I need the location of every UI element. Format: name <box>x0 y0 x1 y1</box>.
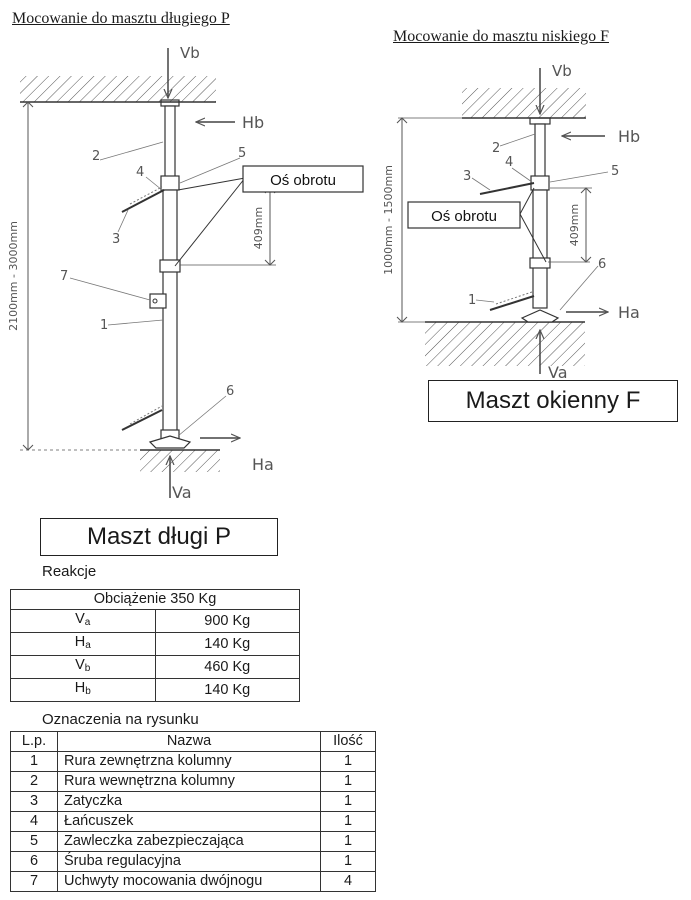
right-part-6: 6 <box>598 257 606 272</box>
legend-qty: 1 <box>320 751 376 772</box>
legend-name: Śruba regulacyjna <box>57 851 321 872</box>
reaction-value: 140 Kg <box>154 632 300 656</box>
right-heading: Mocowanie do masztu niskiego F <box>393 28 609 45</box>
table-row: Va 900 Kg <box>10 609 300 633</box>
reaction-value: 140 Kg <box>154 678 300 702</box>
left-height-dim: 2100mm - 3000mm <box>7 221 20 331</box>
left-part-2: 2 <box>92 149 100 164</box>
left-ceiling <box>20 76 216 102</box>
legend-lp: 1 <box>10 751 58 772</box>
left-ha-label: Ha <box>252 455 274 474</box>
table-row: 6 Śruba regulacyjna 1 <box>10 851 376 872</box>
reactions-table: Obciążenie 350 Kg Va 900 Kg Ha 140 Kg Vb… <box>10 589 300 702</box>
table-row: 3 Zatyczka 1 <box>10 791 376 812</box>
legend-name: Łańcuszek <box>57 811 321 832</box>
legend-lp: 5 <box>10 831 58 852</box>
right-offset-dim: 409mm <box>568 204 581 246</box>
left-axis-label: Oś obrotu <box>270 172 336 189</box>
left-part-6: 6 <box>226 384 234 399</box>
right-height-dim: 1000mm - 1500mm <box>382 165 395 275</box>
table-row: Vb 460 Kg <box>10 655 300 679</box>
legend-name: Zatyczka <box>57 791 321 812</box>
legend-lp: 7 <box>10 871 58 892</box>
legend-caption: Oznaczenia na rysunku <box>42 711 199 728</box>
legend-name: Rura wewnętrzna kolumny <box>57 771 321 792</box>
legend-lp: 3 <box>10 791 58 812</box>
reaction-symbol: Hb <box>10 678 156 702</box>
reaction-value: 460 Kg <box>154 655 300 679</box>
table-row: 2 Rura wewnętrzna kolumny 1 <box>10 771 376 792</box>
left-drawing: Oś obrotu Vb Hb Va Ha 2100mm - 3000mm 40… <box>7 44 364 502</box>
legend-header-lp: L.p. <box>10 731 58 752</box>
left-part-3: 3 <box>112 232 120 247</box>
left-part-1: 1 <box>100 318 108 333</box>
left-offset-dim: 409mm <box>252 207 265 249</box>
right-va-label: Va <box>548 363 568 382</box>
legend-lp: 6 <box>10 851 58 872</box>
legend-name: Rura zewnętrzna kolumny <box>57 751 321 772</box>
right-part-2: 2 <box>492 141 500 156</box>
left-inner-tube <box>164 105 176 181</box>
left-part-4: 4 <box>136 165 144 180</box>
left-part-7: 7 <box>60 269 68 284</box>
left-part-5: 5 <box>238 146 246 161</box>
legend-header-name: Nazwa <box>57 731 321 752</box>
left-mast-name: Maszt długi P <box>40 518 278 556</box>
legend-lp: 4 <box>10 811 58 832</box>
legend-header-qty: Ilość <box>320 731 376 752</box>
right-axis-label: Oś obrotu <box>431 208 497 225</box>
table-row: 4 Łańcuszek 1 <box>10 811 376 832</box>
left-vb-label: Vb <box>180 44 200 62</box>
left-hb-label: Hb <box>242 113 264 132</box>
right-inner-tube <box>534 123 546 179</box>
reaction-value: 900 Kg <box>154 609 300 633</box>
table-row: Hb 140 Kg <box>10 678 300 702</box>
left-floor <box>140 450 220 472</box>
reactions-header: Obciążenie 350 Kg <box>10 589 300 610</box>
left-va-label: Va <box>172 483 192 502</box>
legend-qty: 1 <box>320 851 376 872</box>
table-row: 7 Uchwyty mocowania dwójnogu 4 <box>10 871 376 892</box>
right-outer-tube <box>532 189 548 309</box>
table-row: 5 Zawleczka zabezpieczająca 1 <box>10 831 376 852</box>
legend-table: L.p. Nazwa Ilość 1 Rura zewnętrzna kolum… <box>10 731 376 892</box>
reaction-symbol: Ha <box>10 632 156 656</box>
right-part-5: 5 <box>611 164 619 179</box>
right-mast-name: Maszt okienny F <box>428 380 678 422</box>
right-floor <box>425 322 585 366</box>
legend-name: Uchwyty mocowania dwójnogu <box>57 871 321 892</box>
left-heading: Mocowanie do masztu długiego P <box>12 10 230 27</box>
right-vb-label: Vb <box>552 62 572 80</box>
legend-qty: 1 <box>320 811 376 832</box>
right-ha-label: Ha <box>618 303 640 322</box>
table-row: 1 Rura zewnętrzna kolumny 1 <box>10 751 376 772</box>
reaction-symbol: Vb <box>10 655 156 679</box>
reaction-symbol: Va <box>10 609 156 633</box>
table-row: Ha 140 Kg <box>10 632 300 656</box>
legend-qty: 1 <box>320 831 376 852</box>
legend-name: Zawleczka zabezpieczająca <box>57 831 321 852</box>
legend-qty: 1 <box>320 771 376 792</box>
right-ceiling <box>462 88 586 118</box>
legend-lp: 2 <box>10 771 58 792</box>
legend-qty: 1 <box>320 791 376 812</box>
legend-qty: 4 <box>320 871 376 892</box>
left-outer-tube <box>162 189 178 433</box>
reactions-caption: Reakcje <box>42 563 97 580</box>
legend-header-row: L.p. Nazwa Ilość <box>10 731 376 752</box>
right-drawing: Oś obrotu Vb Hb Va Ha 1000mm - 1500mm 40… <box>382 62 640 382</box>
reactions-header-row: Obciążenie 350 Kg <box>10 589 300 610</box>
right-part-4: 4 <box>505 155 513 170</box>
right-part-3: 3 <box>463 169 471 184</box>
right-hb-label: Hb <box>618 127 640 146</box>
right-part-1: 1 <box>468 293 476 308</box>
